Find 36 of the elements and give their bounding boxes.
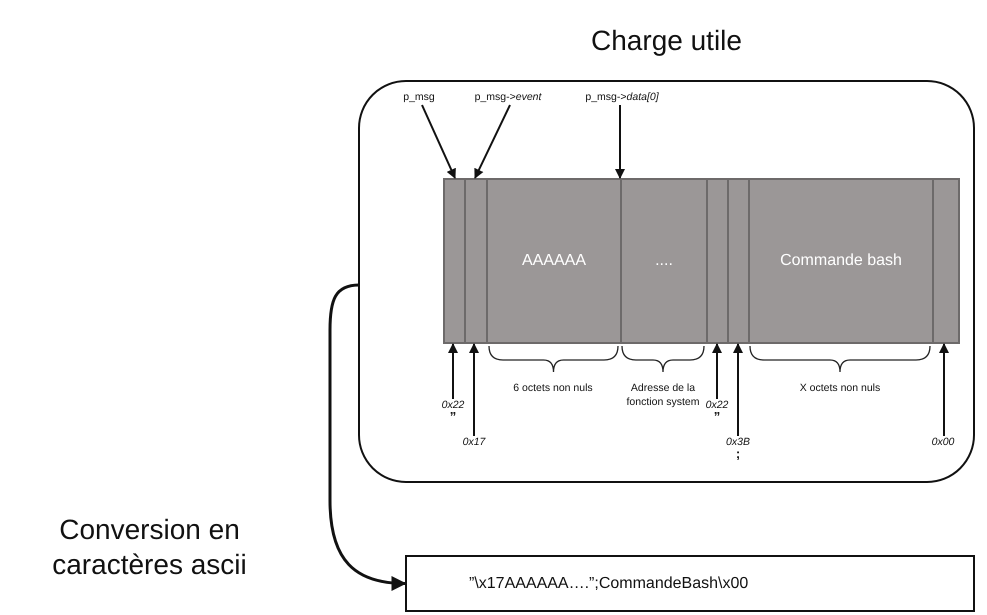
pointer-label: p_msg->event: [462, 91, 554, 105]
arrow: [469, 343, 479, 436]
memory-cell: [464, 178, 488, 344]
memory-cell: [748, 178, 934, 344]
arrow: [939, 343, 949, 436]
memory-cell: [620, 178, 708, 344]
brace-label: Adresse de la fonction system: [626, 382, 700, 410]
arrow: [448, 343, 458, 399]
character-label: ;: [736, 448, 740, 460]
pointer-label: p_msg->data[0]: [570, 91, 674, 105]
result-box: ”\x17AAAAAA….”;CommandeBash\x00: [405, 555, 975, 612]
brace-label: X octets non nuls: [798, 382, 882, 396]
arrow: [712, 343, 722, 399]
memory-cell: [486, 178, 622, 344]
character-label: ”: [450, 411, 456, 423]
byte-value: 0x3B: [726, 436, 750, 448]
brace-label: 6 octets non nuls: [512, 382, 594, 396]
character-label: ”: [714, 411, 720, 423]
byte-value: 0x22: [706, 399, 728, 411]
arrow: [474, 104, 511, 179]
memory-cell: [727, 178, 750, 344]
cell-text: AAAAAA: [522, 251, 586, 271]
arrow: [328, 284, 406, 590]
byte-value: 0x17: [462, 436, 486, 448]
arrow: [421, 104, 456, 179]
cell-text: ....: [655, 251, 673, 271]
byte-value: 0x22: [442, 399, 464, 411]
pointer-label: p_msg: [396, 91, 442, 105]
byte-value: 0x00: [932, 436, 954, 448]
arrow: [733, 343, 743, 436]
memory-cell: [443, 178, 466, 344]
title: Charge utile: [590, 25, 743, 57]
memory-cell: [932, 178, 960, 344]
cell-text: Commande bash: [780, 251, 902, 271]
memory-cell: [706, 178, 729, 344]
arrow: [615, 105, 625, 179]
